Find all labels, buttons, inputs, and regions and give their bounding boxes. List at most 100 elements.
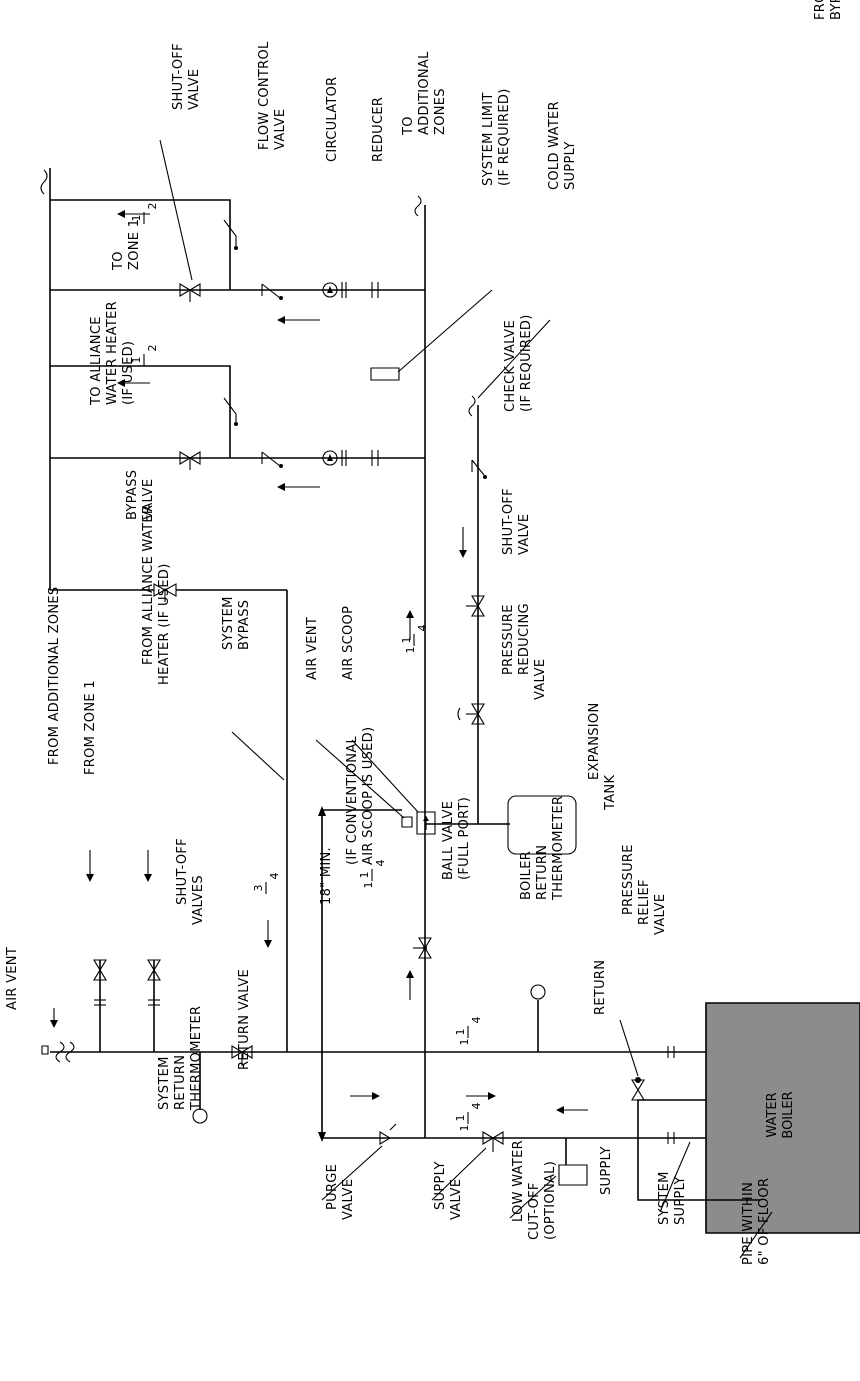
label-from-addtl-bypasses-2: BYPASSES	[829, 0, 844, 20]
label-pipe-within-2: 6" OF FLOOR	[757, 1178, 772, 1265]
label-low-water-2: CUT-OFF	[527, 1182, 542, 1240]
label-to-additional-zones-1: TO	[401, 116, 416, 136]
flow-arrows	[50, 210, 588, 1114]
pipe-network	[50, 168, 760, 1200]
size-one-quarter-4: 1 1 4	[454, 1103, 483, 1132]
label-boiler-return-therm-1: BOILER	[519, 851, 534, 900]
water-boiler-label-1: WATER	[765, 1092, 780, 1137]
svg-text:4: 4	[268, 873, 281, 880]
label-expansion-tank-2: TANK	[603, 775, 618, 811]
label-shutoff-valves-1: SHUT-OFF	[175, 838, 190, 905]
label-expansion-tank-1: EXPANSION	[587, 703, 602, 781]
label-boiler-return-therm-2: RETURN	[535, 845, 550, 900]
svg-text:1: 1	[404, 647, 417, 654]
label-system-limit-1: SYSTEM LIMIT	[481, 92, 496, 186]
svg-text:1: 1	[400, 637, 413, 644]
label-from-zone1: FROM ZONE 1	[83, 680, 98, 775]
svg-text:1: 1	[130, 357, 143, 364]
label-low-water-3: (OPTIONAL)	[543, 1161, 558, 1240]
label-shutoff-top-1: SHUT-OFF	[171, 43, 186, 110]
dimension-18-min	[318, 806, 326, 1142]
label-pressure-relief-2: RELIEF	[637, 879, 652, 925]
expansion-tank	[508, 796, 576, 854]
svg-text:1: 1	[458, 1125, 471, 1132]
label-from-alliance-1: FROM ALLIANCE WATER	[141, 505, 156, 665]
size-half-1: 1 2	[130, 203, 159, 225]
svg-text:3: 3	[252, 885, 265, 892]
label-system-limit-2: (IF REQUIRED)	[497, 88, 512, 186]
labels: FROM ADD'TL BYPASSES SHUT-OFF VALVE TO A…	[5, 0, 844, 1265]
svg-text:1: 1	[458, 1039, 471, 1046]
label-purge-valve-1: PURGE	[325, 1164, 340, 1210]
label-flow-control-valve-2: VALVE	[273, 109, 288, 150]
size-three-quarter: 3 4	[252, 873, 281, 895]
label-supply-valve-1: SUPPLY	[433, 1161, 448, 1210]
label-system-return-therm-2: RETURN	[173, 1055, 188, 1110]
label-cold-water-1: COLD WATER	[547, 101, 562, 190]
label-18-min: 18" MIN.	[319, 847, 334, 905]
label-system-return-therm-1: SYSTEM	[157, 1056, 172, 1110]
label-return: RETURN	[593, 960, 608, 1015]
svg-text:4: 4	[374, 860, 387, 867]
label-pressure-relief-3: VALVE	[653, 894, 668, 935]
label-to-alliance-1: TO ALLIANCE	[89, 316, 104, 406]
label-cold-water-2: SUPPLY	[563, 141, 578, 190]
leader-lines	[160, 140, 772, 1258]
label-to-alliance-3: (IF USED)	[121, 341, 136, 405]
svg-text:2: 2	[146, 203, 159, 210]
label-shutoff-mid-2: VALVE	[517, 514, 532, 555]
label-shutoff-mid-1: SHUT-OFF	[501, 488, 516, 555]
label-pipe-within-1: PIPE WITHIN	[741, 1182, 756, 1265]
label-to-zone1-2: ZONE 1	[127, 219, 142, 270]
svg-text:1: 1	[454, 1029, 467, 1036]
piping-symbols	[41, 170, 674, 1185]
label-shutoff-top-2: VALVE	[187, 69, 202, 110]
label-system-return-therm-3: THERMOMETER	[189, 1006, 204, 1111]
label-return-valve: RETURN VALVE	[237, 969, 252, 1070]
size-one-quarter-3: 1 1 4	[454, 1017, 483, 1046]
label-from-addtl-bypasses-1: FROM ADD'TL	[813, 0, 828, 20]
svg-text:1: 1	[362, 882, 375, 889]
water-boiler	[706, 1003, 860, 1233]
svg-text:4: 4	[470, 1103, 483, 1110]
label-to-additional-zones-3: ZONES	[433, 88, 448, 135]
label-air-scoop: AIR SCOOP	[341, 606, 356, 680]
label-low-water-1: LOW WATER	[511, 1140, 526, 1222]
label-check-valve-1: CHECK VALVE	[503, 320, 518, 412]
label-ball-valve-1: BALL VALVE	[441, 801, 456, 880]
label-shutoff-valves-2: VALVES	[191, 875, 206, 925]
label-from-alliance-2: HEATER (IF USED)	[157, 563, 172, 685]
label-supply-valve-2: VALVE	[449, 1179, 464, 1220]
label-from-additional-zones: FROM ADDITIONAL ZONES	[47, 587, 62, 765]
label-if-conventional-2: AIR SCOOP IS USED)	[361, 727, 376, 865]
label-flow-control-valve-1: FLOW CONTROL	[257, 41, 272, 150]
label-bypass-valve-1: BYPASS	[125, 470, 140, 520]
size-one-quarter-2: 1 1 4	[358, 860, 387, 889]
svg-text:4: 4	[470, 1017, 483, 1024]
label-pressure-reducing-3: VALVE	[533, 659, 548, 700]
label-air-vent-right: AIR VENT	[305, 617, 320, 680]
label-to-additional-zones-2: ADDITIONAL	[417, 51, 432, 135]
label-reducer: REDUCER	[371, 97, 386, 162]
size-one-quarter-1: 1 1 4	[400, 625, 429, 654]
label-supply: SUPPLY	[599, 1146, 614, 1195]
label-boiler-return-therm-3: THERMOMETER	[551, 796, 566, 901]
label-pressure-reducing-1: PRESSURE	[501, 604, 516, 675]
label-if-conventional-1: (IF CONVENTIONAL	[345, 735, 360, 865]
svg-text:2: 2	[146, 345, 159, 352]
label-purge-valve-2: VALVE	[341, 1179, 356, 1220]
label-bypass-valve-2: VALVE	[141, 479, 156, 520]
label-system-bypass-2: BYPASS	[237, 600, 252, 650]
label-to-zone1-1: TO	[111, 251, 126, 271]
pipe-size-labels: 1 2 1 2 3 4 1 1 4 1 1 4 1 1	[130, 203, 483, 1132]
water-boiler-label-2: BOILER	[781, 1091, 796, 1138]
label-system-supply-1: SYSTEM	[657, 1171, 672, 1225]
label-system-bypass-1: SYSTEM	[221, 596, 236, 650]
label-air-vent-left: AIR VENT	[5, 947, 20, 1010]
label-circulator: CIRCULATOR	[325, 76, 340, 162]
svg-text:4: 4	[416, 625, 429, 632]
svg-text:1: 1	[358, 872, 371, 879]
size-half-2: 1 2	[130, 345, 159, 367]
label-check-valve-2: (IF REQUIRED)	[519, 314, 534, 412]
